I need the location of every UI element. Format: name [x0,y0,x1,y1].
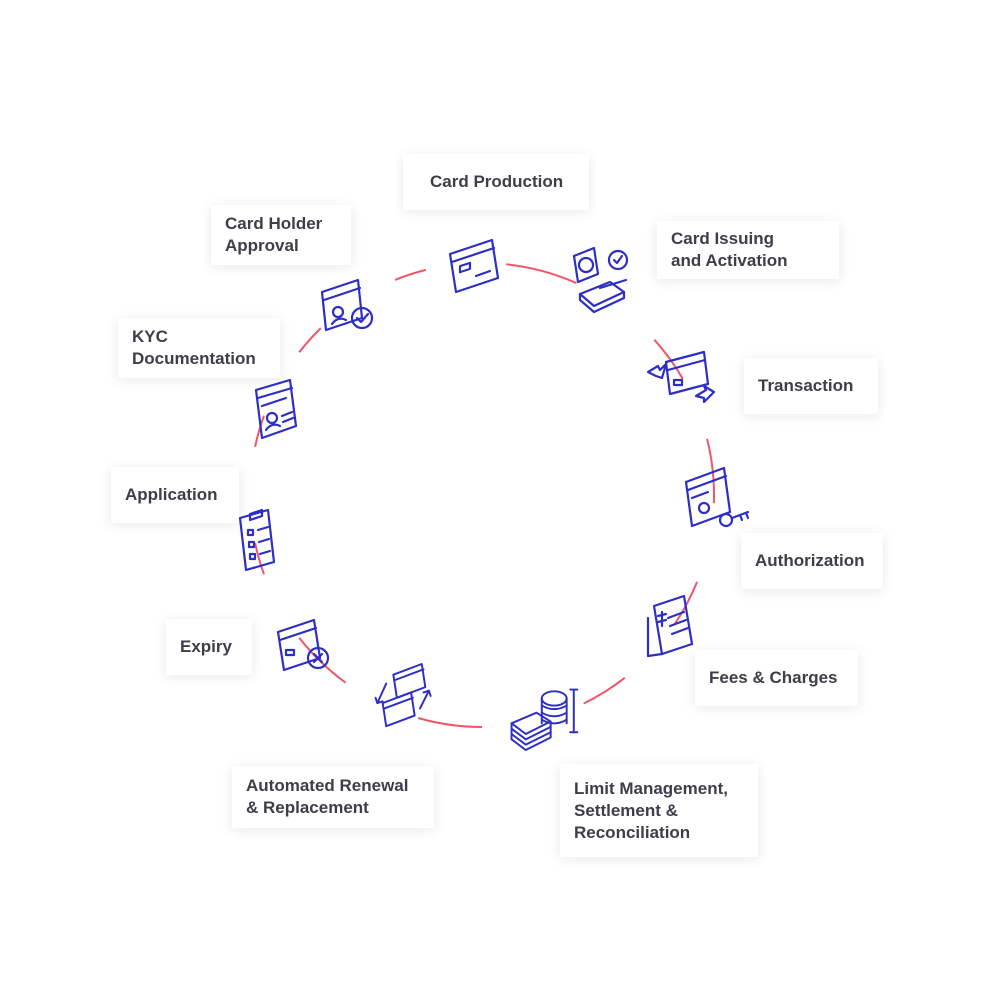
card-swap-icon [372,663,436,728]
label-line: Transaction [758,376,854,395]
card-cancel-icon [274,618,338,682]
label-line: Settlement & [574,800,678,820]
label-authorization: Authorization [741,533,883,589]
label-fees-charges: Fees & Charges [695,650,858,706]
ring-segment [583,677,626,705]
label-card-issuing: Card Issuing and Activation [657,221,839,279]
label-limit-management: Limit Management, Settlement & Reconcili… [560,764,758,857]
label-transaction: Transaction [744,358,878,414]
card-printer-icon [570,246,634,314]
card-transfer-icon [646,348,716,412]
label-expiry: Expiry [166,619,252,675]
ring-segment [417,717,483,728]
invoice-dollar-icon [640,594,704,660]
label-line: Documentation [132,349,256,368]
label-line: Approval [225,236,299,255]
card-icon [442,232,506,296]
ring-segment [653,339,684,380]
label-card-production: Card Production [403,154,589,210]
ring-segment [706,438,716,504]
label-kyc-documentation: KYC Documentation [118,318,280,378]
label-line: Limit Management, [574,778,728,798]
label-line: and Activation [671,251,788,270]
label-line: Card Production [430,172,564,191]
label-application: Application [111,467,239,523]
ring-segment [254,415,265,448]
label-automated-renewal: Automated Renewal & Replacement [232,766,434,828]
id-document-icon [250,378,314,444]
label-line: Card Issuing [671,229,774,248]
label-line: Reconciliation [574,822,691,842]
label-line: Automated Renewal [246,776,409,795]
label-card-holder-approval: Card Holder Approval [211,205,351,265]
browser-key-icon [684,466,750,532]
label-line: Fees & Charges [709,668,838,687]
label-line: Card Holder [225,214,323,233]
ring-segment [506,263,577,285]
label-line: KYC [132,327,168,346]
label-line: & Replacement [246,798,369,817]
ring-segment [254,542,265,575]
id-card-check-icon [318,278,382,342]
clipboard-icon [232,508,296,574]
money-stack-icon [508,686,579,751]
label-line: Expiry [180,637,232,656]
label-line: Authorization [755,551,865,570]
label-line: Application [125,485,218,504]
ring-segment [298,327,322,353]
ring-segment [394,268,427,281]
